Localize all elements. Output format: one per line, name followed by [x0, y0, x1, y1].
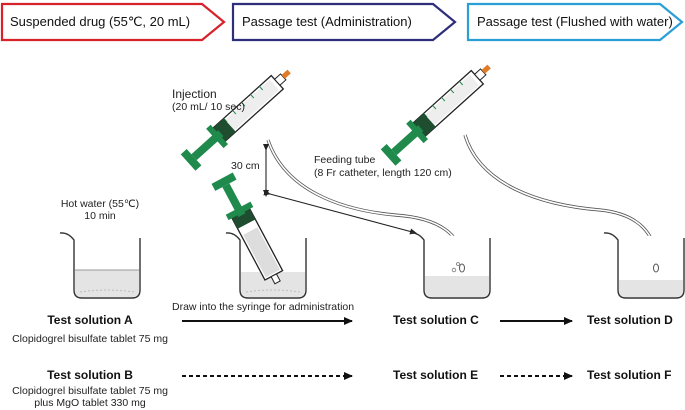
solution-a-name: Test solution A	[47, 313, 133, 327]
syringe-administration	[180, 69, 291, 171]
draw-instruction: Draw into the syringe for administration	[172, 301, 355, 313]
stage-2-label: Passage test (Administration)	[242, 14, 412, 29]
beaker-c	[409, 232, 491, 299]
stage-1-arrow	[0, 2, 226, 42]
syringe-flush	[380, 64, 491, 166]
stage-1-label: Suspended drug (55℃, 20 mL)	[10, 14, 191, 29]
solution-b-name: Test solution B	[47, 368, 133, 382]
stage-3-label: Passage test (Flushed with water)	[477, 14, 673, 29]
beaker-a	[59, 232, 141, 299]
solution-e-name: Test solution E	[393, 368, 479, 382]
hot-water-title: Hot water (55℃)	[60, 198, 140, 210]
stage-3-arrow	[466, 2, 684, 42]
injection-title: Injection	[172, 87, 217, 101]
solution-b-desc-2: plus MgO tablet 330 mg	[34, 397, 146, 409]
feeding-tube-detail: (8 Fr catheter, length 120 cm)	[314, 167, 452, 179]
injection-detail: (20 mL/ 10 sec)	[172, 101, 245, 113]
solution-d-name: Test solution D	[587, 313, 673, 327]
beaker-d	[603, 232, 685, 299]
feeding-tube-title: Feeding tube	[314, 154, 376, 166]
solution-b-desc-1: Clopidogrel bisulfate tablet 75 mg	[12, 385, 168, 397]
stage-2-arrow	[231, 2, 457, 42]
hot-water-time: 10 min	[84, 210, 116, 222]
height-reference-line	[263, 189, 417, 235]
solution-a-desc: Clopidogrel bisulfate tablet 75 mg	[12, 333, 168, 345]
height-label: 30 cm	[231, 160, 260, 172]
solution-f-name: Test solution F	[587, 368, 672, 382]
solution-c-name: Test solution C	[393, 313, 479, 327]
syringe-draw	[211, 172, 284, 285]
